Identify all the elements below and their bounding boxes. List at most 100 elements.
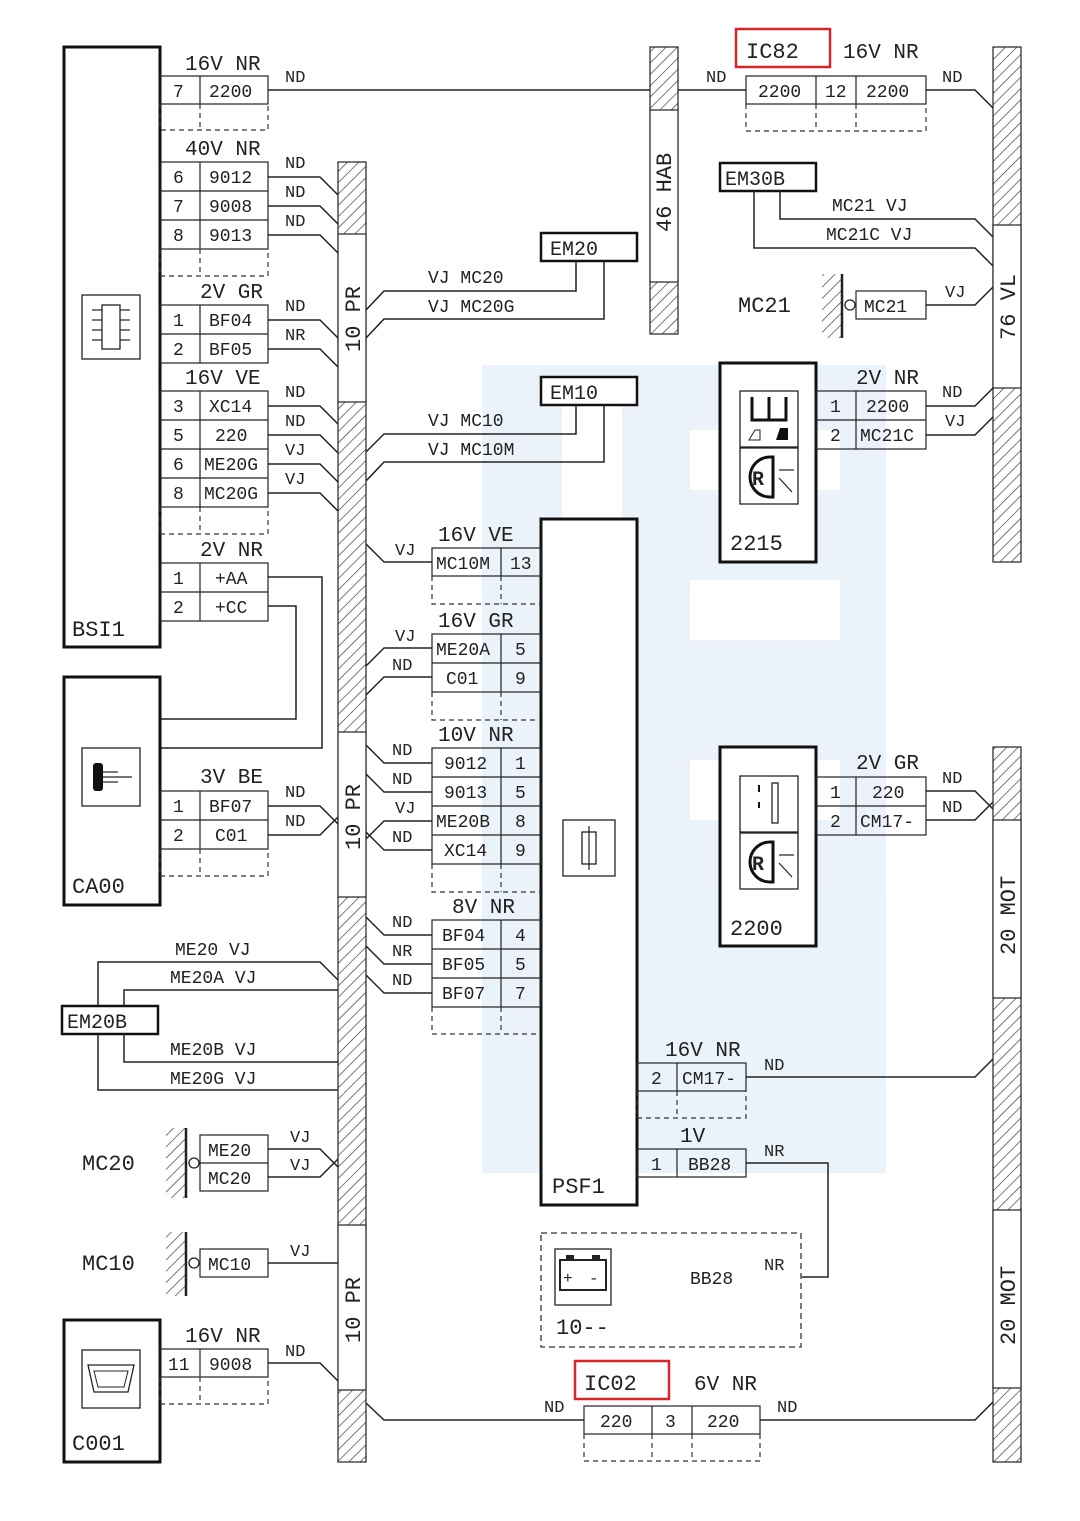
wire-color-label: VJ [285,471,305,490]
bar-10-pr: 10 PR 10 PR 10 PR [337,161,367,1463]
pin-number: 1 [651,1156,662,1176]
wire-color-label: ND [392,829,412,848]
pin-number: 1 [173,570,184,590]
bar-46-hab: 46 HAB [649,46,679,335]
bar-label: 76 VL [997,274,1022,340]
connector-title: 40V NR [185,139,261,162]
pin-number: 2 [173,827,184,847]
connector-title: 2V GR [200,282,263,305]
wire-label: ME20G VJ [170,1070,256,1090]
wire-color-label: ND [942,69,962,88]
wire-color-label: ND [392,914,412,933]
battery-minus: - [589,1270,599,1288]
connector-2215-2v-nr: 2V NR 1 2200 2 MC21C ND VJ [815,368,994,450]
reverse-light-icon: R [739,447,799,505]
bar-76-vl: 76 VL [992,46,1022,563]
pin-number: 11 [168,1356,190,1376]
connector-title: 2V GR [856,753,919,776]
pin-signal: 220 [600,1413,632,1433]
wire-label: MC21 VJ [832,197,908,217]
wire-color-label: VJ [395,800,415,819]
component-label: EM10 [550,383,598,406]
reverse-r-glyph: R [752,469,764,492]
pin-signal: C01 [446,670,478,690]
pin-number: 5 [515,784,526,804]
component-label: PSF1 [552,1175,605,1200]
ca00-unit: CA00 [62,675,162,907]
pin-signal: MC21C [860,427,914,447]
component-label: 2200 [730,917,783,942]
component-label: EM20 [550,239,598,262]
pin-signal: XC14 [209,398,252,418]
pin-signal: BB28 [688,1156,731,1176]
pin-signal: CM17- [860,813,914,833]
pin-signal: 2200 [209,83,252,103]
pin-signal: BF05 [209,341,252,361]
wire-color-label: ND [392,972,412,991]
pin-number: 13 [510,555,532,575]
wire-color-label: VJ [285,442,305,461]
pin-signal: ME20G [204,456,258,476]
wire-color-label: ND [392,771,412,790]
wire-label: ME20A VJ [170,969,256,989]
component-label: BSI1 [72,618,125,643]
battery-unit: + - 10-- BB28 NR [540,1232,802,1348]
wire-label: ME20 VJ [175,941,251,961]
connector-title: 16V NR [185,54,261,77]
component-label: EM20B [67,1012,127,1035]
connector-psf-16v-nr: 16V NR 2 CM17- ND [636,1040,994,1119]
connector-title: 1V [680,1126,706,1149]
pin-number: 8 [173,227,184,247]
wire-color-label: ND [285,813,305,832]
connector-title: 6V NR [694,1374,757,1397]
bsi-unit: BSI1 [62,45,162,649]
pin-signal: XC14 [444,842,487,862]
pin-number: 9 [515,670,526,690]
pin-number: 2 [173,341,184,361]
connector-title: 16V NR [843,42,919,65]
pin-signal: MC10M [436,555,490,575]
highlight-box [573,1359,671,1401]
component-label: MC21 [738,294,791,319]
fuse-icon [562,819,616,877]
component-label: 10-- [556,1316,609,1341]
connector-bsi-2v-nr: 2V NR 1 +AA 2 +CC [159,540,323,749]
component-label: 2215 [730,532,783,557]
pin-signal: 220 [872,784,904,804]
psf1-fuse-box: PSF1 [539,517,639,1207]
pin-signal: BB28 [690,1270,733,1290]
em10-splice: EM10 VJ MC10 VJ MC10M [365,375,639,482]
pin-number: 1 [173,312,184,332]
wire-color-label: ND [285,384,305,403]
bar-20-mot: 20 MOT 20 MOT [992,746,1022,1463]
gearbox-icon [739,390,799,448]
wire-color-label: NR [764,1257,784,1276]
pin-number: 5 [173,427,184,447]
wire-color-label: ND [544,1399,564,1418]
wire-color-label: ND [706,69,726,88]
connector-psf-1v: 1V 1 BB28 NR [636,1126,829,1278]
pin-signal: +CC [215,599,248,619]
pin-signal: ME20 [208,1142,251,1162]
connector-title: 16V NR [665,1040,741,1063]
wire-color-label: VJ [290,1129,310,1148]
pin-signal: 9013 [209,227,252,247]
wire-color-label: VJ [290,1243,310,1262]
pin-number: 1 [173,798,184,818]
wire-color-label: ND [285,413,305,432]
pin-number: 1 [515,755,526,775]
wire-color-label: VJ [945,413,965,432]
pin-signal: BF05 [442,956,485,976]
connector-title: 8V NR [452,897,515,920]
pin-number: 6 [173,169,184,189]
pin-signal: 9008 [209,1356,252,1376]
pin-signal: MC20 [208,1170,251,1190]
pin-signal: C01 [215,827,247,847]
wire-color-label: ND [285,69,305,88]
switch-icon [739,775,799,833]
highlighted-label: IC82 [746,40,799,65]
wire-color-label: ND [392,657,412,676]
battery-icon: + - [554,1248,612,1306]
pin-number: 3 [173,398,184,418]
bar-label: 20 MOT [997,1266,1022,1345]
